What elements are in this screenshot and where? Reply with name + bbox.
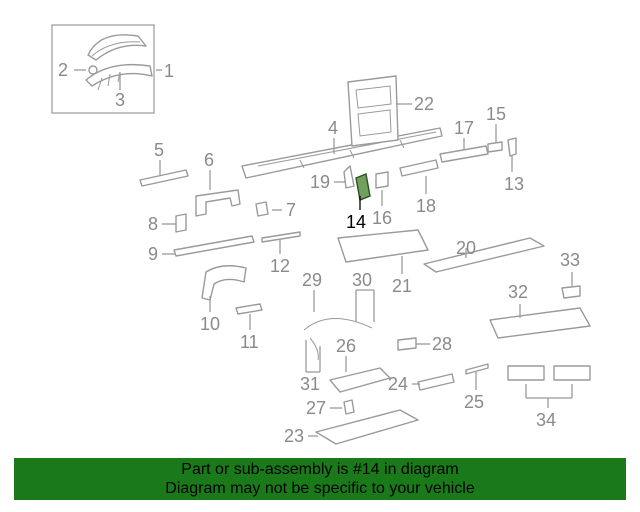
part-6: [195, 189, 241, 217]
callout-21: 21: [392, 276, 412, 296]
callout-13: 13: [504, 174, 524, 194]
callout-12: 12: [270, 256, 290, 276]
part-17: [439, 145, 489, 163]
part-12: [261, 231, 301, 243]
leader-lines: [74, 69, 573, 437]
part-34-right: [553, 365, 591, 381]
callout-34: 34: [536, 410, 556, 430]
part-34-left: [507, 365, 545, 381]
callout-29: 29: [302, 270, 322, 290]
callout-31: 31: [300, 374, 320, 394]
part-15: [487, 141, 503, 153]
part-11: [235, 303, 263, 315]
callout-23: 23: [284, 426, 304, 446]
part-24: [417, 373, 455, 391]
callout-25: 25: [464, 392, 484, 412]
callout-20: 20: [456, 238, 476, 258]
callout-27: 27: [306, 398, 326, 418]
callout-17: 17: [454, 118, 474, 138]
callout-32: 32: [508, 282, 528, 302]
part-19: [343, 165, 355, 189]
part-8: [175, 213, 187, 233]
part-18: [399, 159, 439, 177]
part-29-harness: [303, 318, 373, 361]
callout-8: 8: [148, 214, 158, 234]
callout-5: 5: [154, 140, 164, 160]
callout-24: 24: [388, 374, 408, 394]
inset-box: [51, 24, 155, 114]
callout-19: 19: [310, 172, 330, 192]
part-10: [201, 265, 247, 301]
callout-26: 26: [336, 336, 356, 356]
callout-9: 9: [148, 244, 158, 264]
callout-30: 30: [352, 270, 372, 290]
part-14-highlighted: [355, 173, 371, 201]
footer-banner: Part or sub-assembly is #14 in diagram D…: [14, 458, 626, 500]
part-13: [507, 137, 517, 157]
part-21: [337, 229, 429, 263]
part-33: [561, 285, 581, 299]
part-7: [255, 201, 269, 217]
part-20: [423, 237, 545, 273]
callout-2: 2: [58, 60, 68, 80]
part-26: [329, 367, 391, 393]
callout-14: 14: [346, 212, 366, 232]
callout-labels: 1 2 3 22 4 5 6 7 8 9 12 10 11 13 14 15 1…: [58, 60, 580, 446]
callout-4: 4: [328, 118, 338, 138]
callout-3: 3: [115, 90, 125, 110]
callout-6: 6: [204, 150, 214, 170]
callout-11: 11: [240, 332, 259, 352]
part-9: [173, 235, 255, 257]
callout-1: 1: [164, 61, 174, 81]
part-16: [375, 171, 389, 189]
footer-line-2: Diagram may not be specific to your vehi…: [165, 480, 475, 497]
part-23: [315, 409, 419, 445]
callout-33: 33: [560, 250, 580, 270]
callout-15: 15: [486, 104, 506, 124]
part-28: [397, 337, 417, 351]
footer-line-1: Part or sub-assembly is #14 in diagram: [181, 461, 459, 478]
callout-7: 7: [286, 200, 296, 220]
callout-28: 28: [432, 334, 452, 354]
part-22: [347, 75, 399, 147]
callout-10: 10: [200, 314, 220, 334]
callout-18: 18: [416, 196, 436, 216]
callout-16: 16: [372, 208, 392, 228]
part-32: [489, 307, 591, 339]
part-27: [343, 399, 355, 415]
part-25: [465, 363, 489, 375]
callout-22: 22: [414, 94, 434, 114]
part-5: [139, 169, 189, 187]
